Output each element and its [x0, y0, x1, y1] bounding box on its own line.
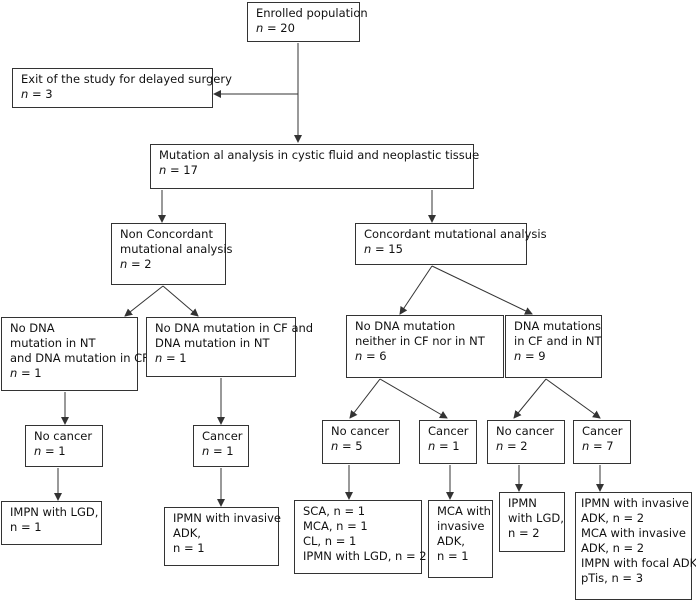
node-mutational-n: 17: [183, 163, 198, 177]
node-enrolled: Enrolled population n = 20: [247, 2, 368, 42]
node-cl-line2: neither in CF nor in NT: [355, 334, 485, 348]
node-ncl-n: 1: [34, 366, 42, 380]
edge-noncon-ncr: [162, 285, 199, 317]
node-cr-cancer-label: Cancer: [582, 424, 623, 438]
node-ncr-cancer: Cancer n = 1: [193, 425, 249, 467]
node-cr-cancer: Cancer n = 7: [573, 420, 631, 464]
outcome-o6-line3: MCA with invasive: [581, 526, 686, 540]
node-non-concordant-n: 2: [144, 257, 152, 271]
edge-cr-nocancer: [513, 378, 547, 419]
node-non-concordant-line1: Non Concordant: [120, 227, 213, 241]
node-ncl-no-cancer: No cancer n = 1: [25, 425, 103, 467]
outcome-o5-line3: n = 2: [508, 526, 540, 540]
outcome-o5-line1: IPMN: [508, 496, 537, 510]
node-cr-nocancer-label: No cancer: [496, 424, 555, 438]
outcome-o6-line5: IMPN with focal ADK: [581, 556, 696, 570]
outcome-ipmn-lgd-2: IPMN with LGD, n = 2: [499, 492, 565, 552]
outcome-o2-line1: IPMN with invasive: [173, 511, 281, 525]
node-ncr-line2: DNA mutation in NT: [155, 336, 270, 350]
node-concordant: Concordant mutational analysis n = 15: [355, 223, 547, 265]
node-cl-cancer-label: Cancer: [428, 424, 469, 438]
outcome-mca-invasive-adk: MCA with invasive ADK, n = 1: [428, 500, 493, 578]
node-no-dna-neither: No DNA mutation neither in CF nor in NT …: [346, 315, 504, 378]
outcome-o2-line3: n = 1: [173, 541, 205, 555]
node-cr-nocancer-n: 2: [520, 439, 528, 453]
node-dna-mutations-both: DNA mutations in CF and in NT n = 9: [505, 315, 602, 378]
outcome-o3-line2: MCA, n = 1: [303, 519, 368, 533]
node-concordant-label: Concordant mutational analysis: [364, 227, 547, 241]
outcome-o4-line1: MCA with: [437, 504, 491, 518]
node-cr-no-cancer: No cancer n = 2: [487, 420, 565, 464]
node-exit-n: 3: [45, 87, 53, 101]
node-enrolled-label: Enrolled population: [256, 6, 368, 20]
edge-cl-cancer: [379, 378, 448, 419]
outcome-o3-line4: IPMN with LGD, n = 2: [303, 549, 427, 563]
edge-cr-cancer: [545, 378, 601, 419]
outcome-impn-lgd: IMPN with LGD, n = 1: [1, 501, 102, 545]
node-ncr-cancer-n: 1: [226, 444, 234, 458]
edge-con-cr: [431, 265, 533, 315]
node-non-concordant-line2: mutational analysis: [120, 242, 233, 256]
node-cl-n: 6: [379, 349, 387, 363]
node-cr-line1: DNA mutations: [514, 319, 602, 333]
edge-noncon-ncl: [124, 285, 164, 317]
node-cr-line2: in CF and in NT: [514, 334, 602, 348]
outcome-o3-line1: SCA, n = 1: [303, 504, 366, 518]
node-non-concordant: Non Concordant mutational analysis n = 2: [111, 223, 233, 285]
outcome-cancer-7-details: IPMN with invasive ADK, n = 2 MCA with i…: [575, 492, 696, 600]
outcome-o4-line2: invasive: [437, 519, 485, 533]
outcome-o6-line4: ADK, n = 2: [581, 541, 645, 555]
node-ncl-line2: mutation in NT: [10, 336, 96, 350]
node-enrolled-n: 20: [280, 21, 295, 35]
node-no-dna-cf-dna-nt: No DNA mutation in CF and DNA mutation i…: [146, 317, 314, 377]
edge-cl-nocancer: [349, 378, 381, 419]
node-ncr-cancer-label: Cancer: [202, 429, 243, 443]
node-exit: Exit of the study for delayed surgery n …: [12, 68, 232, 108]
outcome-ipmn-invasive-adk: IPMN with invasive ADK, n = 1: [164, 507, 281, 566]
node-cl-nocancer-n: 5: [355, 439, 363, 453]
node-cl-cancer: Cancer n = 1: [419, 420, 477, 464]
outcome-o2-line2: ADK,: [173, 526, 201, 540]
outcome-o1-line1: IMPN with LGD,: [10, 505, 99, 519]
node-ncl-line1: No DNA: [10, 321, 55, 335]
outcome-o4-line3: ADK,: [437, 534, 465, 548]
node-ncl-line3: and DNA mutation in CF: [10, 351, 149, 365]
outcome-o6-line1: IPMN with invasive: [581, 496, 689, 510]
node-cl-no-cancer: No cancer n = 5: [322, 420, 400, 464]
node-ncl-nocancer-n: 1: [58, 444, 66, 458]
node-no-dna-nt-dna-cf: No DNA mutation in NT and DNA mutation i…: [1, 317, 149, 391]
outcome-o5-line2: with LGD,: [508, 511, 564, 525]
outcome-o6-line6: pTis, n = 3: [581, 571, 644, 585]
outcome-sca-mca-cl-ipmn: SCA, n = 1 MCA, n = 1 CL, n = 1 IPMN wit…: [294, 500, 427, 574]
outcome-o4-line4: n = 1: [437, 549, 469, 563]
node-ncr-line1: No DNA mutation in CF and: [155, 321, 314, 335]
outcome-o6-line2: ADK, n = 2: [581, 511, 645, 525]
node-concordant-n: 15: [388, 242, 403, 256]
node-mutational-label: Mutation al analysis in cystic fluid and…: [159, 148, 480, 162]
node-exit-label: Exit of the study for delayed surgery: [21, 72, 232, 86]
node-cl-line1: No DNA mutation: [355, 319, 456, 333]
edge-con-cl: [399, 265, 433, 315]
outcome-o3-line3: CL, n = 1: [303, 534, 357, 548]
node-cr-n: 9: [538, 349, 546, 363]
node-cl-nocancer-label: No cancer: [331, 424, 390, 438]
node-ncr-n: 1: [179, 351, 187, 365]
node-cl-cancer-n: 1: [452, 439, 460, 453]
node-mutational-analysis: Mutation al analysis in cystic fluid and…: [150, 144, 480, 189]
node-cr-cancer-n: 7: [606, 439, 614, 453]
node-ncl-nocancer-label: No cancer: [34, 429, 93, 443]
outcome-o1-line2: n = 1: [10, 520, 42, 534]
